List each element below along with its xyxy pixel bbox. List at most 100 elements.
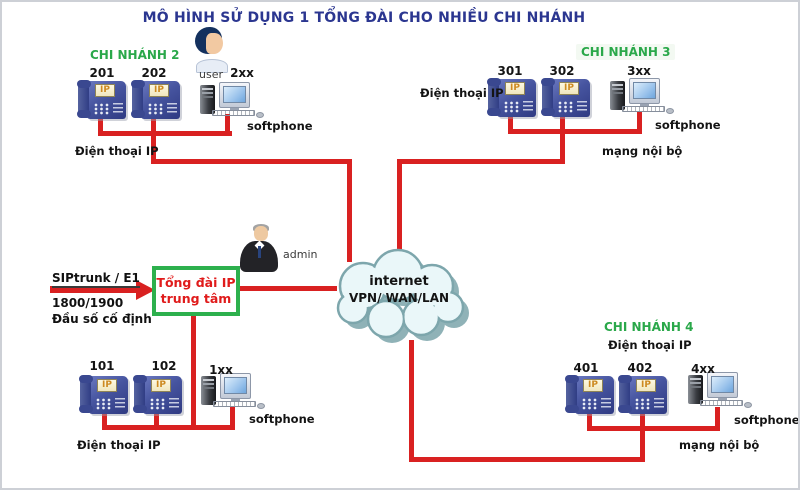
ip-phone-302-icon: IP xyxy=(541,76,590,119)
phone-buttons xyxy=(654,398,664,408)
softphone-4xx-label: 4xx xyxy=(691,362,715,376)
phone-screen: IP xyxy=(151,379,171,392)
phone-102-label: 102 xyxy=(151,359,177,373)
branch1-ipphone-label: Điện thoại IP xyxy=(77,438,161,452)
softphone-computer-1xx-icon xyxy=(199,373,265,411)
page-title: MÔ HÌNH SỬ DỤNG 1 TỔNG ĐÀI CHO NHIỀU CHI… xyxy=(142,10,586,26)
branch2-title: CHI NHÁNH 2 xyxy=(90,48,180,62)
phone-handset-icon xyxy=(131,80,145,118)
phone-301-label: 301 xyxy=(497,64,523,78)
phone-handset-icon xyxy=(487,78,501,116)
softphone-2xx-label: 2xx xyxy=(230,66,254,80)
branch2-softphone-label: softphone xyxy=(247,119,313,133)
connection-line xyxy=(239,286,337,291)
computer-monitor-icon xyxy=(219,82,250,111)
branch4-ipphone-label: Điện thoại IP xyxy=(608,338,692,352)
cloud-fill xyxy=(339,251,462,336)
phone-keypad xyxy=(96,398,113,410)
phone-screen: IP xyxy=(505,82,525,95)
phone-keypad xyxy=(558,101,575,113)
trunk-arrow-head-icon xyxy=(136,280,155,300)
phone-body: IP xyxy=(141,81,180,119)
connection-line xyxy=(230,407,235,430)
computer-mouse-icon xyxy=(744,402,752,408)
phone-screen: IP xyxy=(95,84,115,97)
computer-tower-icon xyxy=(201,376,216,405)
phone-302-label: 302 xyxy=(549,64,575,78)
phone-buttons xyxy=(523,101,533,111)
user-face xyxy=(206,33,223,54)
softphone-3xx-label: 3xx xyxy=(627,64,651,78)
branch3-ipphone-label: Điện thoại IP xyxy=(420,86,504,100)
pbx-label-line2: trung tâm xyxy=(160,291,232,307)
ip-phone-102-icon: IP xyxy=(133,373,182,416)
user-avatar-icon xyxy=(191,27,233,73)
connection-line xyxy=(508,112,513,134)
computer-monitor-icon xyxy=(220,373,251,402)
phone-body: IP xyxy=(497,79,536,117)
phone-screen: IP xyxy=(149,84,169,97)
connection-line xyxy=(587,409,592,430)
ip-phone-401-icon: IP xyxy=(565,373,614,416)
phone-buttons xyxy=(169,398,179,408)
connection-line xyxy=(508,129,642,134)
branch4-title: CHI NHÁNH 4 xyxy=(604,320,694,334)
branch4-softphone-label: softphone xyxy=(734,413,800,427)
phone-screen: IP xyxy=(583,379,603,392)
user-shoulders xyxy=(196,59,228,73)
connection-line xyxy=(397,159,402,257)
user-label: user xyxy=(199,68,223,81)
softphone-computer-3xx-icon xyxy=(608,78,674,116)
connection-line xyxy=(98,114,103,136)
connection-line xyxy=(637,112,642,134)
phone-101-label: 101 xyxy=(89,359,115,373)
phone-keypad xyxy=(94,103,111,115)
connection-line xyxy=(347,159,352,262)
phone-keypad xyxy=(582,398,599,410)
admin-face xyxy=(254,226,268,241)
computer-screen xyxy=(711,376,734,393)
cloud-label-line1: internet xyxy=(369,274,429,289)
trunk-label-line2: 1800/1900 xyxy=(52,296,124,310)
computer-screen xyxy=(633,82,656,99)
ip-phone-402-icon: IP xyxy=(618,373,667,416)
admin-tie xyxy=(258,246,261,258)
connection-line xyxy=(154,409,159,430)
phone-body: IP xyxy=(143,376,182,414)
phone-handset-icon xyxy=(618,375,632,413)
central-pbx-box: Tổng đài IP trung tâm xyxy=(152,266,240,316)
phone-202-label: 202 xyxy=(141,66,167,80)
connection-line xyxy=(102,409,107,430)
computer-mouse-icon xyxy=(257,403,265,409)
computer-monitor-icon xyxy=(707,372,738,401)
connection-line xyxy=(102,425,235,430)
phone-handset-icon xyxy=(133,375,147,413)
connection-line xyxy=(397,159,565,164)
computer-monitor-icon xyxy=(629,78,660,107)
computer-keyboard-icon xyxy=(213,401,256,407)
ip-phone-301-icon: IP xyxy=(487,76,536,119)
connection-line xyxy=(715,407,720,430)
admin-avatar-icon xyxy=(240,224,278,272)
trunk-label-line1: SIPtrunk / E1 xyxy=(52,271,140,288)
branch3-softphone-label: softphone xyxy=(655,118,721,132)
softphone-computer-4xx-icon xyxy=(686,372,752,410)
phone-buttons xyxy=(115,398,125,408)
connection-line xyxy=(191,314,196,430)
connection-line xyxy=(98,131,232,136)
phone-handset-icon xyxy=(77,80,91,118)
computer-screen xyxy=(224,377,247,394)
computer-tower-icon xyxy=(610,81,625,110)
connection-line xyxy=(225,114,230,136)
internet-cloud xyxy=(336,248,469,343)
phone-handset-icon xyxy=(79,375,93,413)
phone-body: IP xyxy=(628,376,667,414)
phone-keypad xyxy=(148,103,165,115)
branch1-softphone-label: softphone xyxy=(249,412,315,426)
phone-body: IP xyxy=(551,79,590,117)
phone-keypad xyxy=(504,101,521,113)
branch3-lan-label: mạng nội bộ xyxy=(602,144,683,158)
branch3-title: CHI NHÁNH 3 xyxy=(576,44,676,60)
branch4-lan-label: mạng nội bộ xyxy=(679,438,760,452)
connection-line xyxy=(409,457,645,462)
